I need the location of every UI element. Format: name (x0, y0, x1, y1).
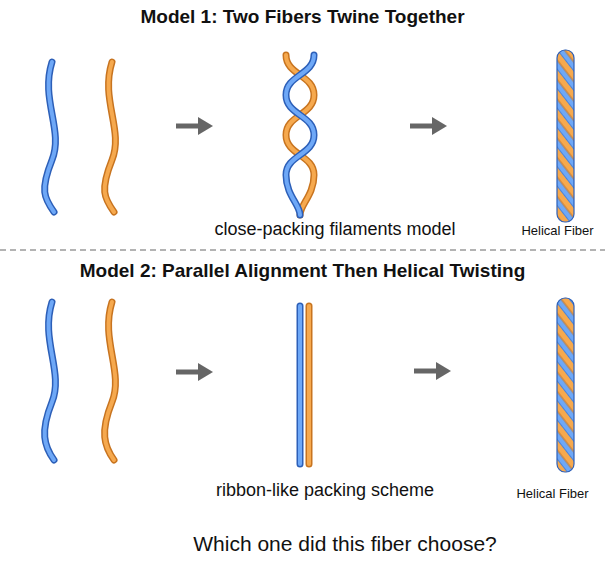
fiber-label: Helical Fiber (505, 487, 600, 502)
process-arrow (176, 117, 213, 135)
divider (0, 249, 605, 251)
loose-fibers (45, 62, 116, 212)
caption: Which one did this fiber choose? (100, 532, 590, 556)
helical-fiber (557, 50, 574, 222)
twined-fibers (286, 55, 314, 215)
model-label: ribbon-like packing scheme (190, 480, 460, 501)
parallel-fibers (300, 306, 309, 464)
loose-fibers (45, 302, 116, 460)
process-arrow (414, 362, 451, 380)
panel-title: Model 1: Two Fibers Twine Together (40, 6, 565, 28)
process-arrow (176, 363, 213, 381)
fiber-label: Helical Fiber (510, 224, 605, 239)
model-label: close-packing filaments model (200, 219, 470, 240)
helical-fiber (557, 298, 574, 472)
process-arrow (410, 117, 447, 135)
panel-title: Model 2: Parallel Alignment Then Helical… (0, 260, 605, 282)
